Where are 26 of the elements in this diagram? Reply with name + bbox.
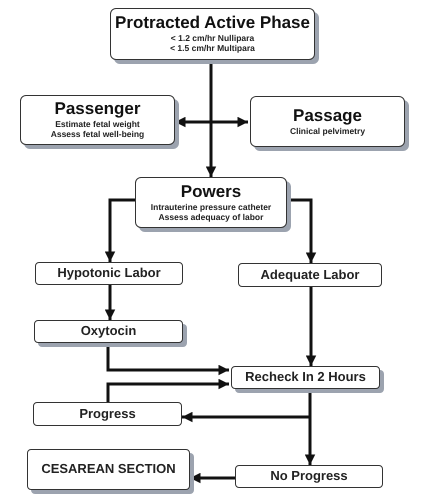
box-title: Oxytocin (80, 323, 136, 340)
process-box (238, 263, 382, 287)
box-title: No Progress (270, 468, 348, 485)
arrow (306, 287, 316, 366)
box-title: Recheck In 2 Hours (245, 369, 366, 386)
arrow (106, 378, 229, 402)
box-title: Hypotonic Labor (57, 265, 161, 282)
box-title: CESAREAN SECTION (41, 461, 176, 478)
box-title: Adequate Labor (260, 266, 360, 284)
box-title: Passage (293, 107, 362, 126)
box-detail: < 1.2 cm/hr Nullipara (170, 33, 254, 44)
box-title: Powers (180, 182, 242, 202)
box-detail: Assess fetal well-being (50, 129, 144, 140)
box-detail: Intrauterine pressure catheter (150, 202, 272, 212)
process-box (33, 402, 182, 426)
box-title: Protracted Active Phase (115, 14, 310, 34)
process-box (35, 262, 183, 285)
box-title: Passenger (54, 100, 140, 120)
box-detail: Estimate fetal weight (55, 119, 140, 130)
process-box (235, 465, 383, 488)
box-detail: Assess adequacy of labor (158, 212, 264, 222)
box-detail: < 1.5 cm/hr Multipara (170, 43, 255, 54)
arrow (104, 285, 116, 320)
box-title: Progress (79, 406, 136, 422)
box-detail: Clinical pelvimetry (290, 126, 366, 136)
arrow (104, 198, 135, 262)
